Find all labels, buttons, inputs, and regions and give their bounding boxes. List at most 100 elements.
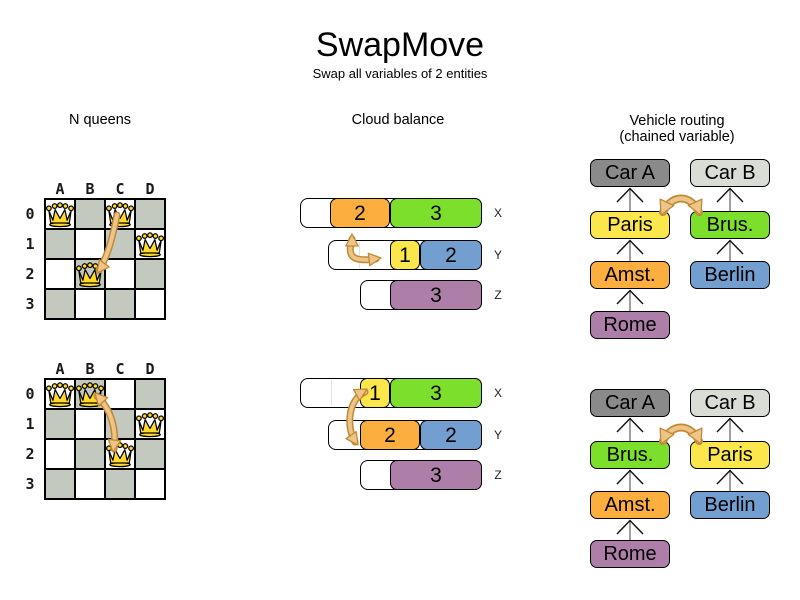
cloud-ghost-line xyxy=(331,380,332,406)
board-cell xyxy=(104,228,135,259)
board-cell xyxy=(74,198,105,229)
cloud-row-label: Y xyxy=(493,428,502,442)
chain-arrowhead-icon xyxy=(616,187,644,203)
board-col-label: D xyxy=(145,360,155,378)
cloud-row-label: X xyxy=(493,206,502,220)
cloud-process-block: 1 xyxy=(390,240,420,270)
board-cell xyxy=(104,288,135,319)
board-cell xyxy=(104,408,135,439)
cloud-process-block: 2 xyxy=(360,420,420,450)
cloud-row-label: Z xyxy=(494,288,502,302)
board-row-label: 0 xyxy=(25,385,35,403)
board-row-label: 1 xyxy=(25,415,35,433)
vrp-node-berlin: Berlin xyxy=(690,491,770,519)
vrp-node-paris: Paris xyxy=(590,211,670,239)
board-row-label: 3 xyxy=(25,295,35,313)
cloud-process-block: 3 xyxy=(390,460,482,490)
chain-arrowhead-icon xyxy=(616,239,644,255)
chain-arrowhead-icon xyxy=(716,469,744,485)
cloud-process-block: 2 xyxy=(330,198,390,228)
chain-arrowhead-icon xyxy=(616,417,644,433)
section-header-vrp: Vehicle routing (chained variable) xyxy=(577,113,777,145)
cloud-process-block: 3 xyxy=(390,280,482,310)
cloud-process-block: 2 xyxy=(420,420,482,450)
board-cell xyxy=(44,408,75,439)
board-cell xyxy=(104,378,135,409)
board-cell xyxy=(74,408,105,439)
vrp-node-rome: Rome xyxy=(590,311,670,339)
vrp-node-amst: Amst. xyxy=(590,491,670,519)
board-col-label: A xyxy=(55,360,65,378)
vrp-node-carb: Car B xyxy=(690,389,770,417)
cloud-row-label: X xyxy=(493,386,502,400)
board-cell xyxy=(104,258,135,289)
cloud-process-block: 2 xyxy=(420,240,482,270)
board-cell xyxy=(44,228,75,259)
board-cell xyxy=(74,288,105,319)
board-cell xyxy=(44,378,75,409)
board-col-label: D xyxy=(145,180,155,198)
board-cell xyxy=(74,258,105,289)
board-cell xyxy=(134,198,165,229)
board-cell xyxy=(44,258,75,289)
board-cell xyxy=(44,438,75,469)
section-header-cloud: Cloud balance xyxy=(351,112,445,128)
board-col-label: B xyxy=(85,180,95,198)
cloud-process-block: 3 xyxy=(390,198,482,228)
swap-arrow-vrp-before xyxy=(660,196,702,215)
cloud-ghost-line xyxy=(359,242,360,268)
chain-arrowhead-icon xyxy=(716,417,744,433)
board-cell xyxy=(74,468,105,499)
chain-arrowhead-icon xyxy=(616,289,644,305)
chain-arrowhead-icon xyxy=(616,519,644,535)
board-cell xyxy=(74,438,105,469)
board-cell xyxy=(134,288,165,319)
board-cell xyxy=(104,468,135,499)
board-cell xyxy=(134,258,165,289)
page-subtitle: Swap all variables of 2 entities xyxy=(312,66,488,81)
nqueens-board-before xyxy=(43,197,166,320)
section-header-nqueens: N queens xyxy=(68,112,132,128)
board-col-label: A xyxy=(55,180,65,198)
section-header-vrp-label: Vehicle routing xyxy=(629,113,725,129)
board-cell xyxy=(104,438,135,469)
cloud-process-block: 3 xyxy=(390,378,482,408)
cloud-process-block: 1 xyxy=(360,378,390,408)
board-row-label: 2 xyxy=(25,445,35,463)
board-cell xyxy=(134,378,165,409)
vrp-node-carb: Car B xyxy=(690,159,770,187)
chain-arrowhead-icon xyxy=(616,469,644,485)
board-cell xyxy=(74,228,105,259)
vrp-node-cara: Car A xyxy=(590,389,670,417)
chain-arrowhead-icon xyxy=(716,187,744,203)
board-row-label: 1 xyxy=(25,235,35,253)
board-row-label: 2 xyxy=(25,265,35,283)
board-cell xyxy=(134,408,165,439)
vrp-node-paris: Paris xyxy=(690,441,770,469)
board-cell xyxy=(44,198,75,229)
vrp-node-brus: Brus. xyxy=(590,441,670,469)
vrp-node-amst: Amst. xyxy=(590,261,670,289)
vrp-node-berlin: Berlin xyxy=(690,261,770,289)
board-cell xyxy=(44,288,75,319)
board-cell xyxy=(134,228,165,259)
board-cell xyxy=(134,438,165,469)
board-cell xyxy=(104,198,135,229)
board-col-label: C xyxy=(115,360,125,378)
cloud-row-label: Y xyxy=(493,248,502,262)
board-col-label: C xyxy=(115,180,125,198)
board-row-label: 0 xyxy=(25,205,35,223)
swap-arrow-vrp-after xyxy=(660,425,702,444)
board-cell xyxy=(134,468,165,499)
board-row-label: 3 xyxy=(25,475,35,493)
nqueens-board-after xyxy=(43,377,166,500)
section-header-vrp-sublabel: (chained variable) xyxy=(619,129,735,145)
swap-arrow-vrp-before-outline xyxy=(659,194,703,216)
chain-arrowhead-icon xyxy=(716,239,744,255)
swap-arrow-vrp-after-outline xyxy=(659,423,703,445)
vrp-node-cara: Car A xyxy=(590,159,670,187)
page-title: SwapMove xyxy=(315,26,485,64)
board-col-label: B xyxy=(85,360,95,378)
vrp-node-brus: Brus. xyxy=(690,211,770,239)
